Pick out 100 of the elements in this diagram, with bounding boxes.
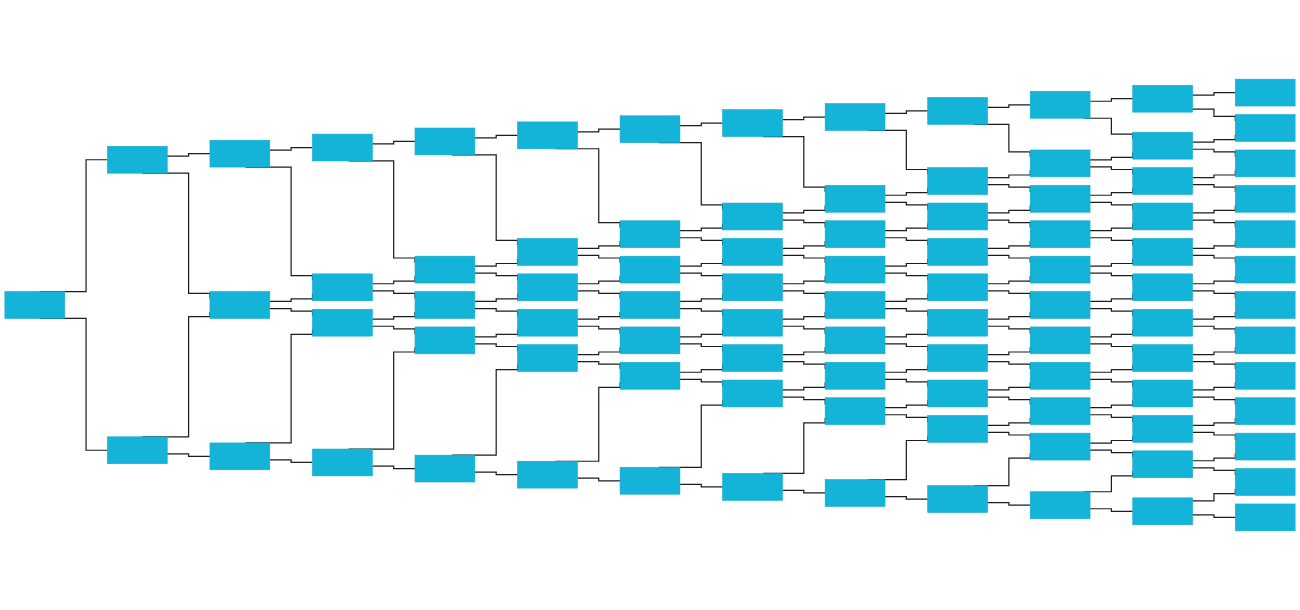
connector <box>1089 98 1134 102</box>
connector <box>166 153 211 157</box>
node-box <box>619 326 681 355</box>
node-box <box>209 139 271 168</box>
node-box <box>107 436 168 464</box>
node-box <box>927 97 988 125</box>
node-box <box>107 146 168 174</box>
connector <box>371 465 416 470</box>
node-box <box>209 291 271 319</box>
node-box <box>927 344 988 372</box>
node-box <box>312 448 373 477</box>
node-box <box>722 344 783 372</box>
node-box <box>312 133 373 162</box>
node-box <box>1132 273 1193 302</box>
node-box <box>1132 450 1193 479</box>
node-box <box>619 220 681 248</box>
node-box <box>722 379 783 408</box>
node-box <box>824 326 886 355</box>
node-box <box>1029 291 1091 319</box>
node-box <box>1132 308 1193 337</box>
node-box <box>1235 397 1296 425</box>
node-box <box>209 442 271 471</box>
node-box <box>1029 432 1091 461</box>
connector <box>986 502 1031 506</box>
node-box <box>517 121 578 150</box>
node-box <box>927 379 988 408</box>
connector <box>166 453 211 457</box>
node-box <box>517 273 578 302</box>
connector <box>474 471 519 476</box>
node-box <box>824 291 886 319</box>
node-box <box>824 103 886 131</box>
node-box <box>1029 491 1091 519</box>
node-box <box>722 202 783 231</box>
node-box <box>824 362 886 390</box>
connector <box>679 483 724 488</box>
node-box <box>1132 344 1193 372</box>
node-box <box>1235 149 1296 178</box>
connector <box>1089 508 1134 512</box>
node-box <box>824 479 886 507</box>
node-box <box>414 454 476 483</box>
node-box <box>927 238 988 266</box>
node-box <box>722 308 783 337</box>
node-box <box>927 273 988 302</box>
node-box <box>414 291 476 319</box>
node-box <box>1029 255 1091 284</box>
node-box <box>619 291 681 319</box>
node-box <box>517 344 578 372</box>
node-box <box>1132 415 1193 443</box>
connector <box>474 134 519 139</box>
node-box <box>1235 220 1296 248</box>
node-box <box>312 273 373 302</box>
node-box <box>1029 397 1091 425</box>
connector <box>781 116 826 121</box>
node-box <box>824 185 886 213</box>
node-box <box>414 255 476 284</box>
node-box <box>517 308 578 337</box>
node-box <box>1132 497 1193 526</box>
node-box <box>824 397 886 425</box>
connector <box>576 477 621 482</box>
node-box <box>927 415 988 443</box>
node-box <box>1132 238 1193 266</box>
connector <box>781 489 826 494</box>
node-box <box>927 167 988 195</box>
node-box <box>619 362 681 390</box>
node-box <box>517 238 578 266</box>
node-box <box>824 220 886 248</box>
node-box <box>1235 326 1296 355</box>
node-box <box>4 291 65 319</box>
node-box <box>1235 468 1296 496</box>
node-box <box>1235 255 1296 284</box>
node-box <box>619 115 681 143</box>
node-box <box>1029 91 1091 119</box>
connector <box>269 146 314 151</box>
node-box <box>1132 84 1193 113</box>
node-box <box>722 238 783 266</box>
connector <box>269 459 314 464</box>
node-box <box>619 467 681 495</box>
connector <box>679 122 724 127</box>
node-box <box>722 473 783 501</box>
node-box <box>619 255 681 284</box>
connector <box>884 495 929 500</box>
node-box <box>1029 185 1091 213</box>
node-box <box>312 308 373 337</box>
node-box <box>927 202 988 231</box>
node-box <box>927 485 988 513</box>
node-box <box>1029 362 1091 390</box>
node-box <box>1235 362 1296 390</box>
node-box <box>1132 167 1193 195</box>
node-box <box>1235 78 1296 107</box>
node-box <box>414 127 476 156</box>
node-box <box>1132 379 1193 408</box>
connector <box>884 110 929 115</box>
connector <box>576 128 621 133</box>
connector <box>1191 92 1236 96</box>
node-box <box>824 255 886 284</box>
node-box <box>1029 220 1091 248</box>
node-box <box>1029 326 1091 355</box>
node-box <box>1235 432 1296 461</box>
node-box <box>1235 114 1296 142</box>
node-box <box>414 326 476 355</box>
